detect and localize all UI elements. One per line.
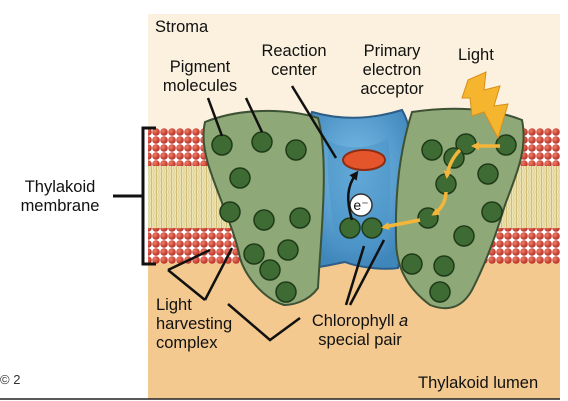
chlorophyll-word: Chlorophyll — [311, 312, 399, 330]
primary-electron-acceptor — [342, 149, 386, 171]
thylakoid-membrane-line-2: membrane — [20, 197, 100, 215]
thylakoid-lumen-label: Thylakoid lumen — [418, 374, 538, 393]
electron-transfer-path — [381, 142, 500, 230]
corner-mark-text: © 2 — [0, 372, 21, 387]
light-harvesting-complex-label: Light harvesting complex — [156, 296, 232, 353]
electron-label: e⁻ — [353, 197, 368, 213]
chlorophyll-a-letter: a — [398, 312, 409, 330]
leader-lines — [113, 85, 386, 342]
thylakoid-membrane-line-1: Thylakoid — [24, 178, 96, 196]
chlorophyll-line-2: special pair — [318, 331, 402, 349]
chlorophyll-special-pair-label: Chlorophyll a special pair — [298, 312, 422, 350]
stroma-label: Stroma — [155, 18, 208, 37]
pigment-molecules-line-1: Pigment — [169, 58, 231, 76]
stroma-text: Stroma — [155, 18, 209, 36]
reaction-center-label: Reaction center — [256, 42, 332, 80]
thylakoid-lumen-text: Thylakoid lumen — [418, 374, 539, 392]
lhc-line-2: harvesting — [156, 315, 233, 333]
reaction-center-line-1: Reaction — [261, 42, 327, 60]
light-text: Light — [458, 46, 494, 64]
electron-arrow — [347, 170, 359, 221]
lumen-region — [148, 262, 560, 399]
light-bolt-icon — [461, 71, 509, 140]
reaction-center-line-2: center — [271, 61, 317, 79]
electron: e⁻ — [349, 193, 373, 217]
corner-mark: © 2 — [0, 370, 20, 389]
lhc-line-3: complex — [156, 334, 218, 352]
right-margin — [560, 0, 568, 401]
lhc-line-1: Light — [156, 296, 192, 314]
chlorophyll-line-1: Chlorophyll a — [298, 312, 422, 331]
acceptor-line-2: electron — [362, 61, 422, 79]
pigment-molecules-line-2: molecules — [162, 77, 238, 95]
acceptor-line-1: Primary — [363, 42, 421, 60]
primary-electron-acceptor-label: Primary electron acceptor — [344, 42, 440, 99]
acceptor-line-3: acceptor — [360, 80, 424, 98]
thylakoid-membrane-label: Thylakoid membrane — [8, 178, 112, 216]
light-label: Light — [458, 46, 494, 65]
pigment-molecules-label: Pigment molecules — [158, 58, 242, 96]
